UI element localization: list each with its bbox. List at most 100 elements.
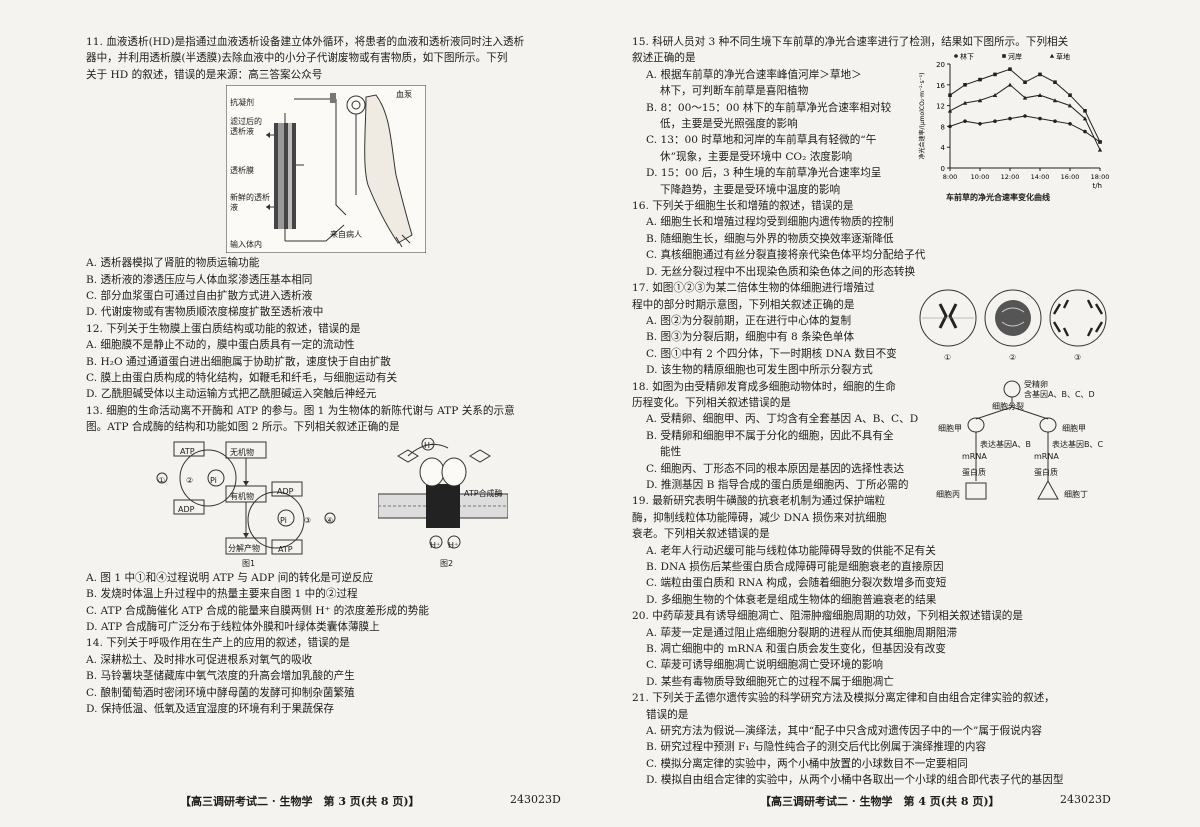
y-tick-label: 0	[941, 165, 945, 173]
q19-stem-3: 衰老。下列相关叙述错误的是	[632, 528, 770, 541]
q12-stem: 12. 下列关于生物膜上蛋白质结构或功能的叙述，错误的是	[86, 322, 361, 335]
data-point	[1023, 80, 1027, 84]
x-axis-label: t/h	[1092, 182, 1102, 190]
left-footer: 【高三调研考试二 · 生物学 第 3 页(共 8 页)】 243023D	[180, 793, 561, 809]
q15-option-a-1: A. 根据车前草的净光合速率峰值河岸＞草地＞	[646, 68, 862, 81]
q17-option-c: C. 图①中有 2 个四分体，下一时期核 DNA 数目不变	[646, 347, 897, 360]
fig1-atp-bottom: ATP	[278, 544, 293, 554]
label-cell-a-right: 细胞甲	[1062, 423, 1086, 433]
legend-marker	[1049, 53, 1055, 58]
data-point	[1008, 67, 1012, 71]
q18-stem-2: 历程变化。下列相关叙述错误的是	[632, 396, 791, 409]
right-footer-code: 243023D	[1060, 793, 1111, 806]
chart-title: 车前草的净光合速率变化曲线	[946, 193, 1050, 202]
fig1-step-3: ③	[304, 515, 312, 525]
legend-marker	[1002, 54, 1006, 58]
q19-option-a: A. 老年人行动迟缓可能与线粒体功能障碍导致的供能不足有关	[646, 544, 936, 557]
data-point	[1082, 116, 1088, 121]
y-tick-label: 8	[941, 123, 945, 131]
label-membrane: 透析膜	[230, 166, 254, 176]
right-column: 15. 科研人员对 3 种不同生境下车前草的净光合速率进行了检测，结果如下图所示…	[632, 34, 1122, 789]
q15-option-b-1: B. 8：00～15：00 林下的车前草净光合速率相对较	[646, 101, 892, 114]
data-point	[1052, 98, 1058, 103]
data-point	[947, 108, 953, 113]
q20-option-c: C. 荜茇可诱导细胞凋亡说明细胞凋亡受环境的影响	[646, 659, 883, 672]
x-tick-label: 16:00	[1061, 173, 1080, 181]
data-point	[978, 77, 982, 82]
q11-option-b: B. 透析液的渗透压应与人体血浆渗透压基本相同	[86, 273, 313, 286]
x-tick-label: 10:00	[971, 173, 990, 181]
fig1-pi-right: Pi	[280, 515, 287, 525]
q16-option-a: A. 细胞生长和增殖过程均受到细胞内遗传物质的控制	[646, 216, 894, 229]
series-line-1	[949, 115, 1101, 143]
y-tick-label: 20	[936, 61, 945, 69]
q14-option-c: C. 酿制葡萄酒时密闭环境中酵母菌的发酵可抑制杂菌繁殖	[86, 686, 355, 699]
q15-stem-1: 15. 科研人员对 3 种不同生境下车前草的净光合速率进行了检测，结果如下图所示…	[632, 36, 1069, 48]
label-cell-c: 细胞丙	[936, 489, 960, 499]
data-point	[1007, 82, 1013, 87]
q18-stem-1: 18. 如图为由受精卵发育成多细胞动物体时，细胞的生命	[632, 380, 896, 393]
q11-dialysis-figure: 血泵 抗凝剂 滤过后的透析液 透析膜 新鲜的透析液 输入体内 来自病人	[225, 84, 427, 254]
question-12: 12. 下列关于生物膜上蛋白质结构或功能的叙述，错误的是 A. 细胞膜不是静止不…	[86, 321, 570, 403]
q11-option-d: D. 代谢废物或有害物质顺浓度梯度扩散至透析液中	[86, 306, 324, 319]
q20-option-d: D. 某些有毒物质导致细胞死亡的过程不属于细胞凋亡	[646, 675, 894, 688]
label-used-dialysate: 滤过后的透析液	[230, 117, 262, 137]
data-point	[1023, 114, 1027, 118]
fig1-step-2: ②	[186, 475, 194, 485]
legend-label: 林下	[960, 52, 974, 61]
fig2-h-bottom-1: H⁺	[430, 540, 441, 550]
atp-cycle-figure	[156, 441, 336, 555]
label-protein-right: 蛋白质	[1034, 467, 1058, 477]
x-tick-label: 18:00	[1091, 173, 1110, 181]
q21-option-a: A. 研究方法为假说—演绎法，其中“配子中只含成对遗传因子中的一个”属于假说内容	[646, 725, 1042, 738]
q19-stem-2: 酶，抑制线粒体功能障碍，减少 DNA 损伤来对抗细胞	[632, 511, 887, 524]
q17-option-b: B. 图③为分裂后期，细胞中有 8 条染色单体	[646, 331, 855, 344]
left-footer-code: 243023D	[510, 793, 561, 806]
label-cell-d: 细胞丁	[1064, 489, 1088, 499]
q15-option-b-2: 低，主要是受光照强度的影响	[660, 118, 798, 131]
q14-option-a: A. 深耕松土、及时排水可促进根系对氧气的吸收	[86, 653, 313, 666]
label-protein-left: 蛋白质	[962, 467, 986, 477]
label-mrna-right: mRNA	[1034, 451, 1059, 461]
data-point	[1038, 116, 1042, 121]
legend-label: 草地	[1056, 52, 1070, 61]
x-tick-label: 14:00	[1031, 173, 1050, 181]
q17-cell-figures: ① ② ③	[918, 286, 1108, 364]
q11-stem-3: 关于 HD 的叙述，错误的是来源：高三答案公众号	[86, 68, 323, 81]
fig1-step-4: ④	[326, 515, 334, 525]
fig1-atp-top: ATP	[180, 446, 195, 456]
q16-option-c: C. 真核细胞通过有丝分裂直接将亲代染色体平均分配给子代	[646, 249, 926, 262]
q11-stem-1: 11. 血液透析(HD)是指通过血液透析设备建立体外循环，将患者的血液和透析液同…	[86, 36, 525, 48]
data-point	[1067, 103, 1073, 108]
q13-figures: ATP ADP Pi 无机物 有机物 ADP Pi ATP 分解产物 ① ② ③…	[146, 437, 526, 568]
q18-option-c: C. 细胞丙、丁形态不同的根本原因是基因的选择性表达	[646, 462, 905, 475]
data-point	[1037, 93, 1043, 97]
fig1-adp-right: ADP	[277, 486, 294, 496]
label-genes: 含基因A、B、C、D	[1024, 389, 1095, 399]
left-column: 11. 血液透析(HD)是指通过血液透析设备建立体外循环，将患者的血液和透析液同…	[86, 34, 570, 717]
question-18: 18. 如图为由受精卵发育成多细胞动物体时，细胞的生命 历程变化。下列相关叙述错…	[632, 379, 1122, 500]
q21-option-d: D. 模拟自由组合定律的实验中，从两个小桶中各取出一个小球的组合即代表子代的基因…	[646, 774, 1064, 787]
question-13: 13. 细胞的生命活动离不开酶和 ATP 的参与。图 1 为生物体的新陈代谢与 …	[86, 403, 570, 635]
y-tick-label: 12	[936, 103, 945, 111]
y-tick-label: 4	[941, 144, 946, 152]
label-division: 细胞分裂	[992, 401, 1024, 411]
legend-label: 河岸	[1008, 53, 1022, 61]
y-tick-label: 16	[936, 82, 945, 90]
label-anticoagulant: 抗凝剂	[230, 98, 254, 108]
q14-stem: 14. 下列关于呼吸作用在生产上的应用的叙述，错误的是	[86, 637, 350, 650]
q19-option-d: D. 多细胞生物的个体衰老是组成生物体的细胞普遍衰老的结果	[646, 593, 937, 606]
q16-stem: 16. 下列关于细胞生长和增殖的叙述，错误的是	[632, 200, 854, 213]
label-cell-a-left: 细胞甲	[938, 423, 962, 433]
label-to-body: 输入体内	[230, 240, 262, 250]
data-point	[1083, 129, 1087, 134]
question-17: 17. 如图①②③为某二倍体生物的体细胞进行增殖过 程中的部分时期示意图，下列相…	[632, 280, 1122, 378]
q13-option-b: B. 发烧时体温上升过程中的热量主要来自图 1 中的②过程	[86, 588, 358, 601]
series-line-2	[949, 68, 1101, 143]
q15-option-d-1: D. 15：00 后，3 种生境的车前草净光合速率均呈	[646, 167, 882, 180]
question-15: 15. 科研人员对 3 种不同生境下车前草的净光合速率进行了检测，结果如下图所示…	[632, 34, 1122, 202]
q13-option-a: A. 图 1 中①和④过程说明 ATP 与 ADP 间的转化是可逆反应	[86, 571, 374, 584]
data-point	[1008, 116, 1012, 121]
